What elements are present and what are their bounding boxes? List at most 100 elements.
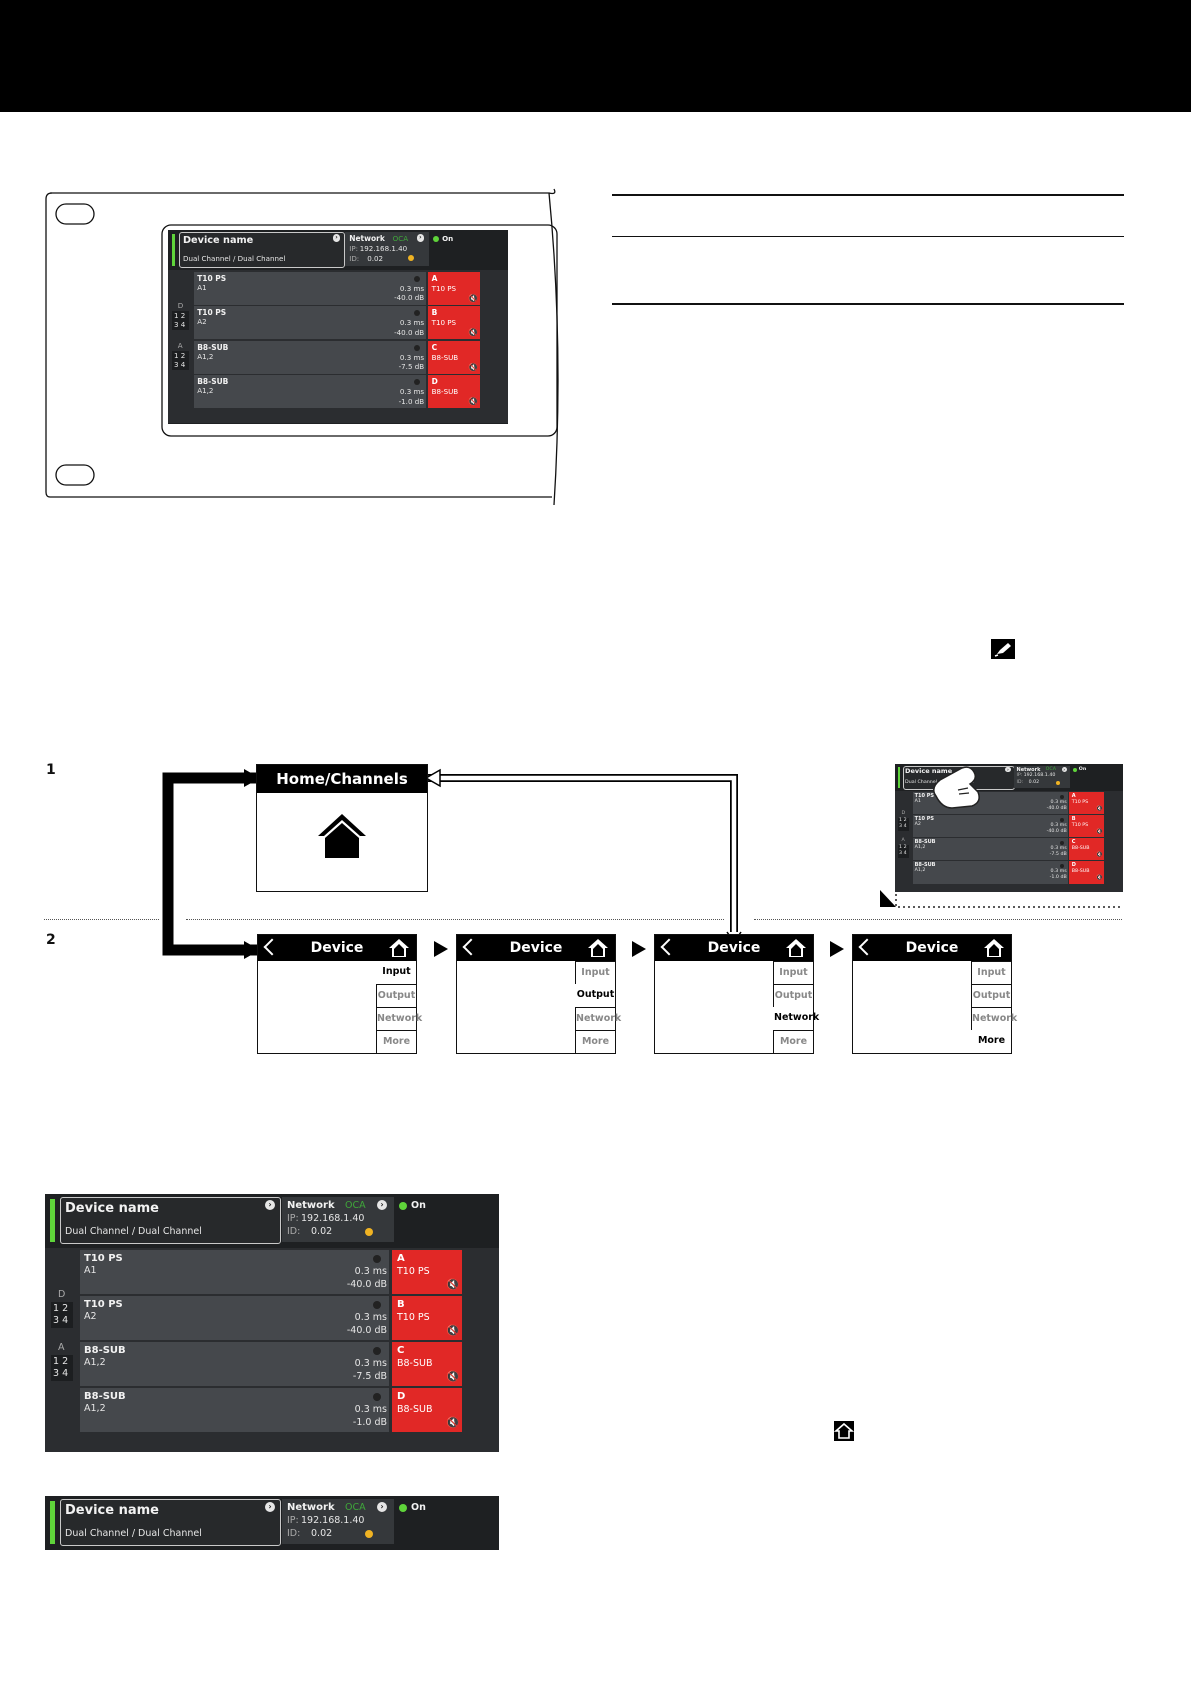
menu-item-network[interactable]: Network (971, 1007, 1017, 1030)
channel-row[interactable] (80, 1388, 389, 1432)
channel-tag: B8-SUB (431, 352, 459, 362)
input-group-numbers[interactable]: 3 4 (173, 360, 186, 370)
mute-icon[interactable]: 🔇 (446, 1278, 460, 1291)
menu-item-network[interactable]: Network (774, 1007, 819, 1029)
channel-row[interactable] (194, 306, 426, 340)
channel-row[interactable] (80, 1296, 389, 1340)
input-group-numbers[interactable]: 1 2 (53, 1303, 69, 1314)
gain-value: -1.0 dB (1049, 875, 1067, 881)
finger-pointer[interactable] (928, 766, 988, 810)
channel-mute-button[interactable] (427, 306, 481, 340)
menu-item-network[interactable]: Network (575, 1007, 621, 1030)
network-button[interactable] (282, 1499, 394, 1544)
menu-item-input[interactable]: Input (773, 961, 813, 984)
channel-row[interactable] (194, 271, 426, 305)
channel-mute-button[interactable] (427, 340, 481, 374)
channel-row[interactable] (912, 861, 1068, 884)
input-group-numbers[interactable]: 1 2 (173, 351, 186, 361)
channel-letter: D (1071, 862, 1076, 869)
device-name-button[interactable] (179, 232, 346, 268)
chevron-right-icon[interactable]: › (265, 1502, 275, 1512)
chevron-right-icon[interactable]: › (1005, 767, 1011, 773)
channel-row[interactable] (194, 375, 426, 409)
mute-icon[interactable]: 🔇 (468, 327, 479, 338)
input-assignment: A1,2 (914, 868, 926, 874)
chevron-right-icon[interactable]: › (377, 1502, 387, 1512)
id-indicator (365, 1530, 373, 1538)
channel-row[interactable] (912, 838, 1068, 861)
menu-item-output[interactable]: Output (773, 984, 813, 1007)
chevron-right-icon[interactable]: › (377, 1200, 387, 1210)
mute-icon[interactable]: 🔇 (1096, 874, 1104, 881)
menu-item-input[interactable]: Input (575, 961, 615, 984)
power-state: On (442, 234, 454, 244)
channel-mute-button[interactable] (1069, 792, 1105, 815)
channel-mute-button[interactable] (427, 375, 481, 409)
mute-icon[interactable]: 🔇 (446, 1416, 460, 1429)
mute-icon[interactable]: 🔇 (1096, 805, 1104, 812)
chevron-right-icon[interactable]: › (1061, 767, 1067, 773)
home-icon[interactable] (785, 938, 807, 962)
id-indicator (1055, 781, 1060, 786)
menu-item-more[interactable]: More (575, 1030, 615, 1053)
channel-letter: B (397, 1299, 405, 1310)
menu-item-output[interactable]: Output (576, 984, 615, 1006)
chevron-right-icon[interactable]: › (416, 234, 425, 242)
mute-icon[interactable]: 🔇 (1096, 851, 1104, 858)
menu-item-more[interactable]: More (773, 1030, 813, 1053)
device-name-button[interactable] (60, 1197, 281, 1244)
input-group-numbers[interactable]: 3 4 (173, 320, 186, 330)
home-icon[interactable] (587, 938, 609, 962)
chevron-right-icon[interactable]: › (332, 234, 341, 242)
header-band (0, 0, 1191, 112)
menu-item-network[interactable]: Network (376, 1007, 422, 1030)
mute-icon[interactable]: 🔇 (468, 361, 479, 372)
power-state: On (1078, 766, 1087, 772)
channel-mute-button[interactable] (1069, 838, 1105, 861)
menu-item-more[interactable]: More (376, 1030, 416, 1053)
input-group-numbers[interactable]: 1 2 (53, 1356, 69, 1367)
channel-tag: T10 PS (397, 1266, 430, 1277)
channel-mute-button[interactable] (427, 271, 481, 305)
channel-mute-button[interactable] (392, 1296, 462, 1340)
mute-icon[interactable]: 🔇 (446, 1370, 460, 1383)
input-group-numbers[interactable]: 3 4 (899, 824, 907, 830)
input-group-numbers[interactable]: 3 4 (53, 1315, 69, 1326)
mute-icon[interactable]: 🔇 (468, 396, 479, 406)
channel-mute-button[interactable] (392, 1342, 462, 1386)
channel-row[interactable] (194, 340, 426, 374)
mute-icon[interactable]: 🔇 (446, 1324, 460, 1337)
gain-value: -40.0 dB (1046, 829, 1067, 835)
channel-mute-button[interactable] (1069, 861, 1105, 884)
channel-row[interactable] (80, 1250, 389, 1294)
channel-mute-button[interactable] (392, 1250, 462, 1294)
ip-address: 192.168.1.40 (1023, 773, 1056, 779)
input-group-numbers[interactable]: 3 4 (899, 850, 907, 856)
network-button[interactable] (345, 232, 430, 266)
channel-mute-button[interactable] (392, 1388, 462, 1432)
chevron-right-icon[interactable]: › (265, 1200, 275, 1210)
rule-line (612, 303, 1124, 305)
home-icon[interactable] (983, 938, 1005, 962)
menu-item-input[interactable]: Input (377, 961, 416, 983)
home-icon[interactable] (388, 938, 410, 962)
menu-item-input[interactable]: Input (971, 961, 1011, 984)
device-id: 0.02 (367, 253, 384, 263)
input-group-numbers[interactable]: 1 2 (899, 844, 907, 850)
delay-value: 0.3 ms (1050, 822, 1067, 828)
next-arrow (632, 941, 646, 957)
home-channels-box[interactable]: Home/Channels (256, 764, 428, 892)
channel-row[interactable] (912, 815, 1068, 838)
network-button[interactable] (282, 1197, 394, 1242)
input-group-numbers[interactable]: 1 2 (899, 818, 907, 824)
menu-item-output[interactable]: Output (376, 984, 416, 1007)
menu-item-more[interactable]: More (972, 1030, 1011, 1052)
mute-icon[interactable]: 🔇 (1096, 828, 1104, 835)
menu-item-output[interactable]: Output (971, 984, 1011, 1007)
device-name-button[interactable] (60, 1499, 281, 1546)
input-group-numbers[interactable]: 3 4 (53, 1368, 69, 1379)
channel-mute-button[interactable] (1069, 815, 1105, 838)
mute-icon[interactable]: 🔇 (468, 292, 479, 303)
channel-row[interactable] (80, 1342, 389, 1386)
input-group-numbers[interactable]: 1 2 (173, 311, 186, 321)
